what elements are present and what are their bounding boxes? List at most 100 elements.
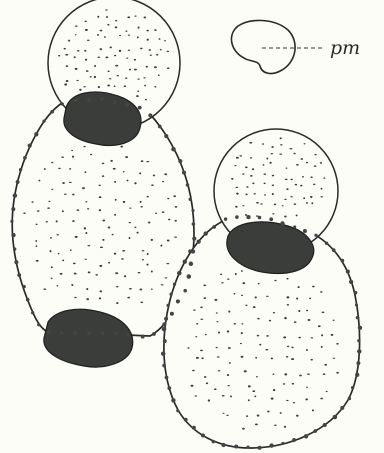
left-cap-stipple: [143, 77, 145, 78]
left-cap-stipple: [105, 9, 108, 10]
left-cap-stipple: [64, 83, 67, 85]
right-body-edge-dot: [341, 259, 345, 263]
right-body-stipple: [286, 278, 288, 280]
left-body-stipple: [38, 180, 40, 182]
right-body-edge-dot: [173, 283, 176, 286]
left-cap-stipple: [110, 46, 112, 48]
left-body-stipple: [51, 278, 53, 279]
left-cap-stipple: [107, 24, 109, 26]
right-cap-stipple: [295, 184, 298, 186]
left-body-stipple: [146, 264, 148, 266]
right-body-stipple: [200, 307, 203, 309]
right-body-stipple: [298, 337, 301, 339]
left-cap-stipple: [158, 74, 160, 76]
right-cap-stipple: [253, 193, 255, 194]
left-body-stipple: [56, 234, 59, 235]
left-body-stipple: [129, 207, 131, 208]
left-body-edge-dot: [11, 207, 15, 211]
right-body-stipple: [291, 358, 294, 360]
left-body-edge-dot: [10, 220, 13, 223]
right-cap-stipple: [279, 154, 282, 155]
left-body-edge-dot: [113, 100, 117, 104]
left-cap-stipple: [167, 51, 170, 52]
left-body-stipple: [102, 163, 105, 164]
left-body-stipple: [140, 201, 142, 203]
right-body-stipple: [306, 387, 308, 388]
right-body-stipple: [216, 321, 218, 322]
right-body-stipple: [284, 426, 286, 428]
left-cap-stipple: [128, 34, 130, 35]
left-cap-stipple: [154, 29, 157, 30]
left-cap-stipple: [74, 56, 76, 58]
left-body-stipple: [129, 288, 132, 290]
left-body-stipple: [47, 207, 50, 209]
right-body-stipple: [266, 335, 269, 337]
left-body-edge-dot: [126, 333, 130, 337]
left-cap-stipple: [147, 39, 149, 41]
left-cap-stipple: [76, 80, 78, 81]
right-body-edge-dot: [348, 397, 351, 400]
right-cap-stipple: [314, 154, 316, 156]
left-cap-stipple: [77, 50, 79, 52]
right-body-stipple: [271, 398, 274, 400]
right-body-stipple: [293, 402, 295, 403]
right-cap-stipple: [242, 205, 244, 206]
left-cap-stipple: [94, 65, 96, 67]
right-body-stipple: [324, 364, 327, 366]
right-body-edge-dot: [357, 349, 361, 353]
right-body-stipple: [240, 343, 242, 344]
right-body-stipple: [234, 323, 237, 324]
right-body-edge-dot: [314, 234, 317, 237]
left-body-stipple: [147, 253, 149, 255]
right-body-stipple: [308, 319, 311, 321]
left-cap-stipple: [126, 30, 128, 32]
left-cap-stipple: [83, 86, 86, 87]
right-body-stipple: [286, 356, 289, 357]
left-body-stipple: [141, 160, 144, 162]
right-cap-stipple: [231, 178, 233, 180]
right-body-stipple: [299, 375, 302, 377]
left-body-stipple: [126, 180, 128, 182]
left-body-stipple: [71, 150, 73, 151]
right-cap-stipple: [236, 157, 239, 159]
right-body-edge-dot: [171, 398, 175, 402]
right-cap-stipple: [252, 183, 254, 185]
left-body-edge-dot: [100, 97, 103, 100]
left-body-edge-dot: [47, 330, 51, 334]
left-body-edge-dot: [11, 233, 15, 237]
left-cap-stipple: [137, 90, 139, 92]
right-body-stipple: [203, 285, 206, 287]
right-body-stipple: [336, 343, 339, 345]
left-body-stipple: [99, 196, 102, 198]
left-body-stipple: [121, 258, 124, 259]
left-cap-stipple: [90, 76, 92, 77]
right-body-stipple: [235, 273, 237, 275]
left-cap-stipple: [115, 65, 118, 67]
left-body-stipple: [114, 214, 116, 216]
left-body-stipple: [51, 266, 53, 268]
left-body-edge-dot: [189, 198, 192, 201]
left-cap-stipple: [75, 68, 78, 70]
left-cap-stipple: [127, 16, 130, 18]
right-body-stipple: [255, 296, 257, 298]
right-cap-stipple: [286, 167, 288, 168]
left-cap-stipple: [98, 86, 100, 88]
left-body-stipple: [151, 184, 154, 186]
right-body-stipple: [256, 376, 258, 377]
left-body-stipple: [138, 272, 141, 273]
left-body-edge-dot: [22, 285, 26, 289]
left-body-stipple: [148, 221, 150, 223]
right-body-edge-dot: [269, 443, 273, 447]
left-body-stipple: [51, 189, 53, 190]
right-cap-stipple: [274, 204, 276, 206]
right-cap-stipple: [302, 176, 304, 178]
left-cap-stipple: [100, 30, 103, 32]
right-cap-stipple: [284, 215, 287, 217]
right-cap-stipple: [260, 203, 262, 204]
left-body-stipple: [115, 199, 117, 201]
left-body-stipple: [99, 290, 102, 292]
left-body-stipple: [110, 160, 112, 162]
right-cap-stipple: [272, 185, 274, 187]
right-cap-stipple: [271, 146, 274, 148]
left-cap-stipple: [149, 49, 151, 51]
